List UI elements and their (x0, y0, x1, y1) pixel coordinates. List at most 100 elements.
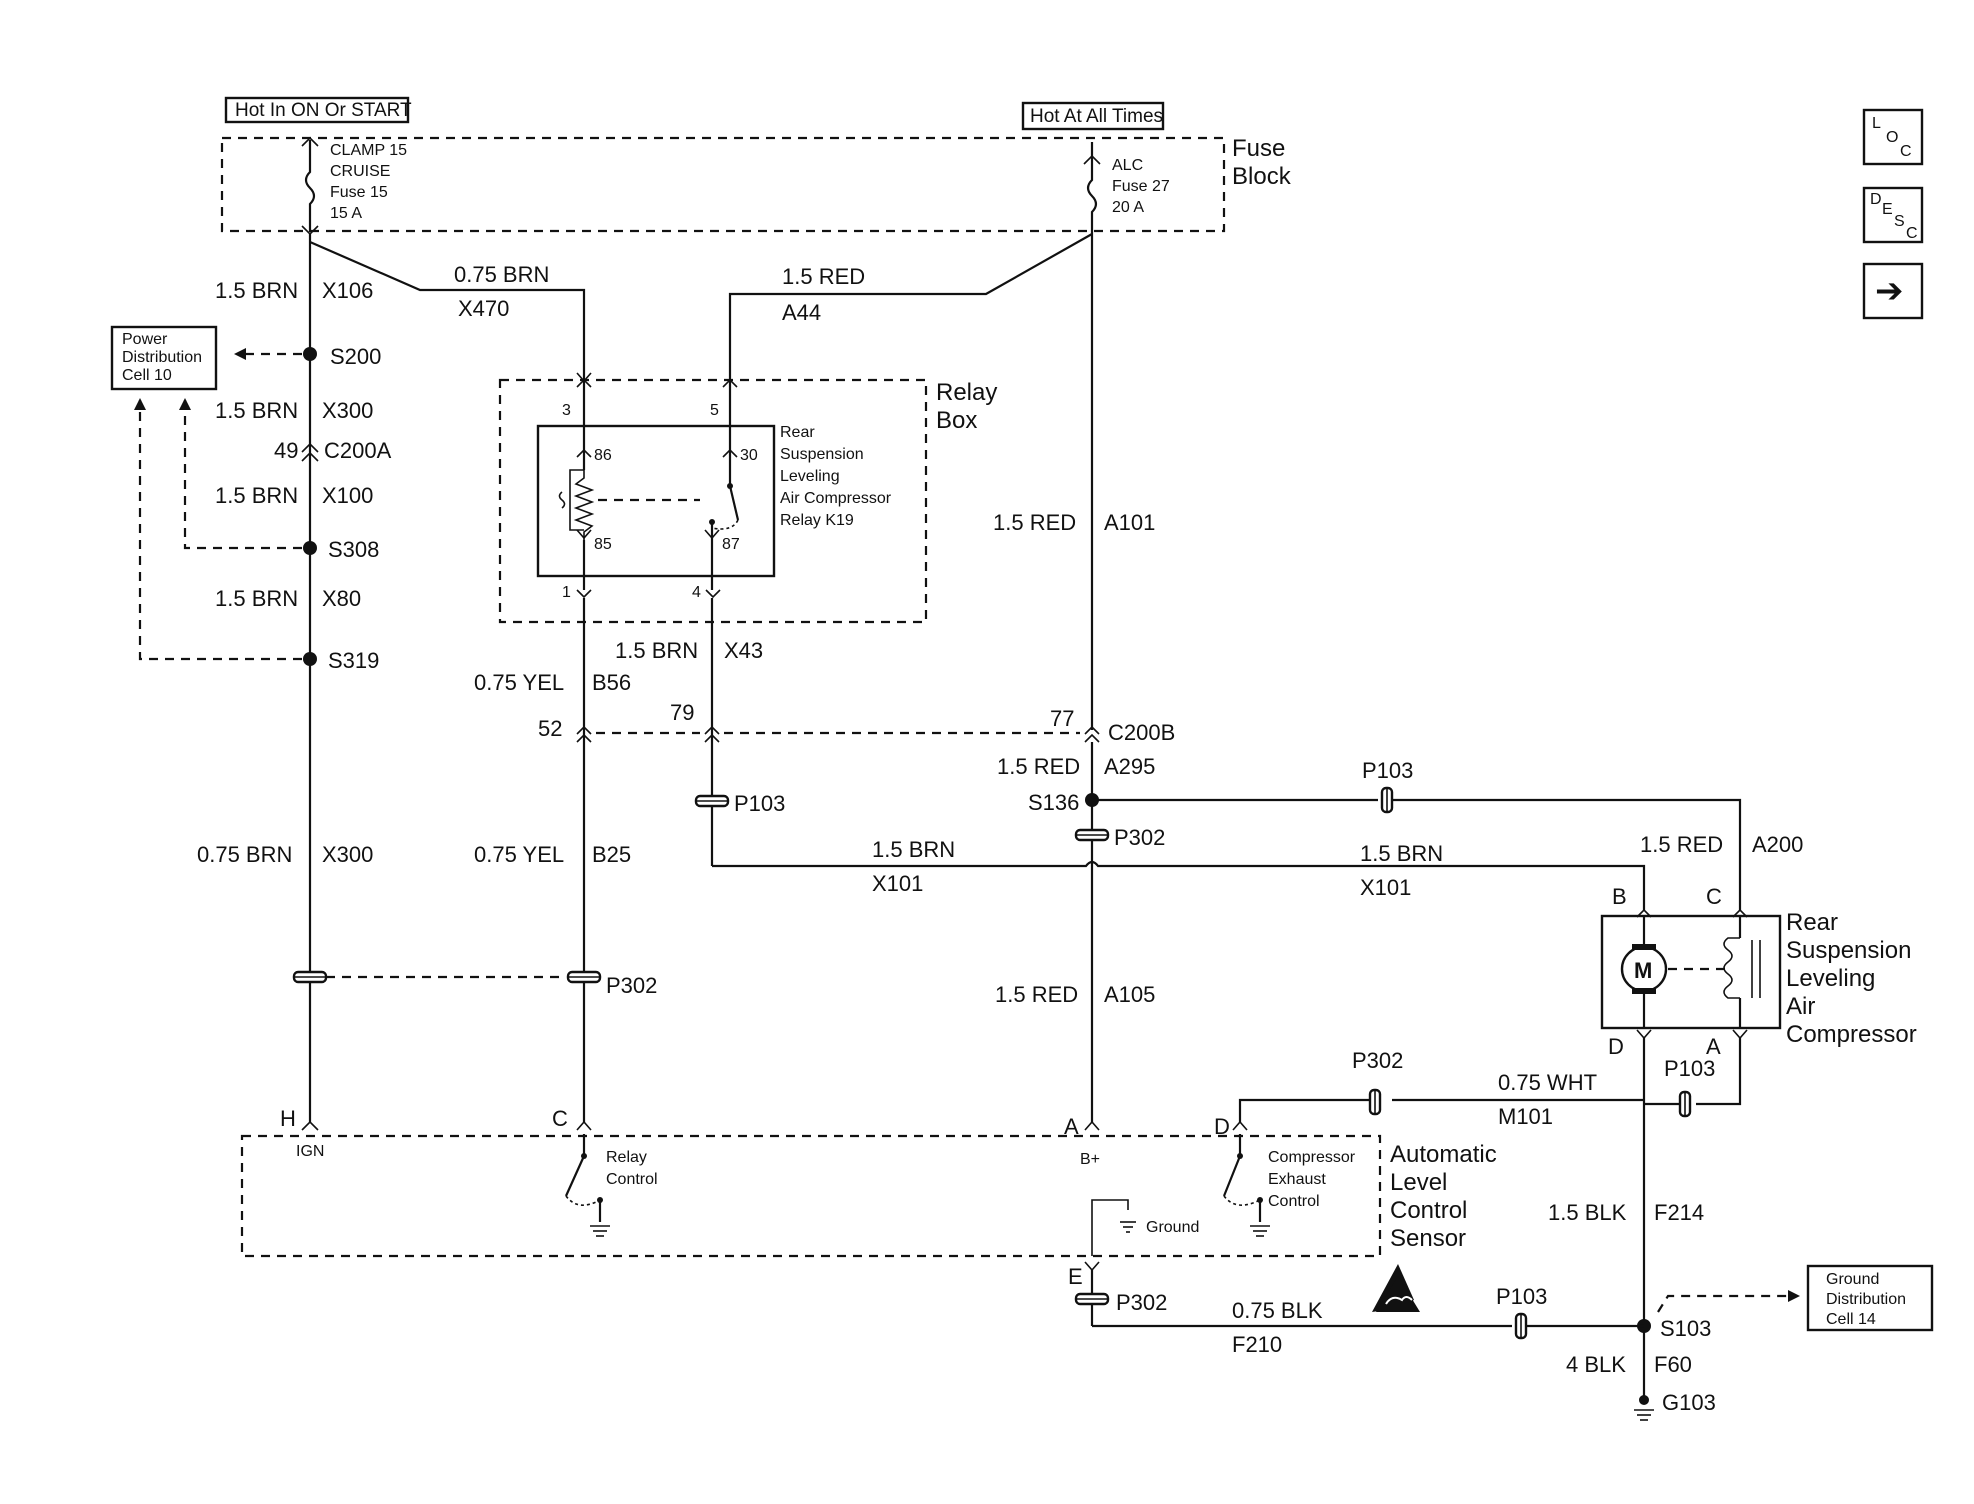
svg-text:B56: B56 (592, 670, 631, 695)
svg-text:Leveling: Leveling (1786, 965, 1875, 992)
relay-name-5: Relay K19 (780, 512, 854, 529)
svg-text:Sensor: Sensor (1390, 1225, 1466, 1252)
svg-text:87: 87 (722, 536, 740, 553)
automatic-level-control-sensor: Automatic Level Control Sensor H C A D I… (240, 1106, 1497, 1312)
svg-text:X80: X80 (322, 586, 361, 611)
svg-text:0.75 BRN: 0.75 BRN (454, 262, 549, 287)
svg-text:S308: S308 (328, 537, 379, 562)
svg-text:B: B (1612, 884, 1627, 909)
svg-text:52: 52 (538, 716, 562, 741)
svg-text:P103: P103 (1664, 1056, 1715, 1081)
svg-text:P103: P103 (1362, 758, 1413, 783)
svg-text:A101: A101 (1104, 510, 1155, 535)
svg-text:Hot At All Times: Hot At All Times (1030, 106, 1163, 127)
relay-name-2: Suspension (780, 446, 864, 463)
svg-text:Hot In ON Or START: Hot In ON Or START (235, 100, 412, 121)
svg-text:C: C (1900, 143, 1912, 160)
svg-text:Ground: Ground (1146, 1219, 1199, 1236)
svg-text:S: S (1894, 213, 1905, 230)
svg-text:CRUISE: CRUISE (330, 163, 390, 180)
svg-text:1.5 RED: 1.5 RED (993, 510, 1076, 535)
svg-text:C200B: C200B (1108, 720, 1175, 745)
svg-text:C: C (552, 1106, 568, 1131)
svg-text:1.5 BRN: 1.5 BRN (215, 278, 298, 303)
svg-text:G103: G103 (1662, 1390, 1716, 1415)
svg-text:X101: X101 (1360, 875, 1411, 900)
svg-text:X300: X300 (322, 398, 373, 423)
svg-text:D: D (1608, 1034, 1624, 1059)
connector-c200b: 52 79 77 C200B (538, 700, 1175, 745)
svg-text:1.5 RED: 1.5 RED (997, 754, 1080, 779)
fuse-15: CLAMP 15 CRUISE Fuse 15 15 A (301, 136, 407, 236)
svg-text:Ground: Ground (1826, 1271, 1879, 1288)
svg-text:F60: F60 (1654, 1352, 1692, 1377)
header-hot-on-start: Hot In ON Or START (224, 96, 412, 124)
svg-text:Cell 10: Cell 10 (122, 367, 172, 384)
location-button[interactable]: L O C (1862, 108, 1924, 166)
svg-text:1: 1 (562, 584, 571, 601)
relay-name-3: Leveling (780, 468, 840, 485)
svg-text:77: 77 (1050, 706, 1074, 731)
splice-s319 (303, 652, 317, 666)
svg-text:Cell 14: Cell 14 (1826, 1311, 1876, 1328)
svg-text:CLAMP 15: CLAMP 15 (330, 142, 407, 159)
svg-text:Rear: Rear (1786, 909, 1838, 936)
svg-text:1.5 BRN: 1.5 BRN (215, 398, 298, 423)
svg-text:Power: Power (122, 331, 168, 348)
wire-a44 (728, 233, 1093, 380)
svg-text:ALC: ALC (1112, 157, 1143, 174)
next-arrow-button[interactable]: ➔ (1862, 262, 1924, 320)
svg-text:F214: F214 (1654, 1200, 1704, 1225)
svg-text:Air: Air (1786, 993, 1815, 1020)
svg-text:0.75 YEL: 0.75 YEL (474, 842, 564, 867)
svg-text:S136: S136 (1028, 790, 1079, 815)
svg-text:A: A (1064, 1114, 1079, 1139)
svg-text:1.5 BLK: 1.5 BLK (1548, 1200, 1627, 1225)
svg-text:1.5 RED: 1.5 RED (995, 982, 1078, 1007)
svg-text:Relay: Relay (606, 1149, 647, 1166)
svg-text:3: 3 (562, 402, 571, 419)
svg-text:79: 79 (670, 700, 694, 725)
svg-text:5: 5 (710, 402, 719, 419)
svg-text:15 A: 15 A (330, 205, 362, 222)
svg-text:C: C (1906, 225, 1918, 242)
svg-text:X106: X106 (322, 278, 373, 303)
svg-text:1.5 RED: 1.5 RED (1640, 832, 1723, 857)
svg-text:A105: A105 (1104, 982, 1155, 1007)
svg-text:P103: P103 (1496, 1284, 1547, 1309)
svg-text:A200: A200 (1752, 832, 1803, 857)
svg-text:L: L (1872, 115, 1881, 132)
svg-text:D: D (1214, 1114, 1230, 1139)
svg-text:1.5 BRN: 1.5 BRN (215, 586, 298, 611)
header-hot-all-times: Hot At All Times (1021, 101, 1165, 131)
splice-s308 (303, 541, 317, 555)
svg-text:S319: S319 (328, 648, 379, 673)
connector-c200a (301, 442, 319, 462)
svg-text:Compressor: Compressor (1268, 1149, 1356, 1166)
svg-text:Control: Control (1268, 1193, 1320, 1210)
svg-text:X43: X43 (724, 638, 763, 663)
svg-text:B25: B25 (592, 842, 631, 867)
svg-text:1.5 BRN: 1.5 BRN (615, 638, 698, 663)
svg-text:C200A: C200A (324, 438, 392, 463)
svg-text:A: A (1706, 1034, 1721, 1059)
splice-s200 (303, 347, 317, 361)
power-distribution-cell-10: Power Distribution Cell 10 (110, 325, 218, 391)
svg-text:F210: F210 (1232, 1332, 1282, 1357)
svg-text:D: D (1870, 191, 1882, 208)
svg-text:E: E (1068, 1264, 1083, 1289)
ground-distribution-cell-14: Ground Distribution Cell 14 (1806, 1264, 1934, 1332)
svg-text:0.75 BLK: 0.75 BLK (1232, 1298, 1323, 1323)
svg-text:1.5 BRN: 1.5 BRN (215, 483, 298, 508)
fuse-block-title-2: Block (1232, 163, 1292, 190)
svg-text:Box: Box (936, 407, 977, 434)
svg-text:X470: X470 (458, 296, 509, 321)
svg-text:P302: P302 (1116, 1290, 1167, 1315)
description-button[interactable]: D E S C (1862, 186, 1924, 244)
relay-box: Relay Box 3 5 1 4 86 85 30 87 Rear Suspe… (498, 378, 997, 624)
svg-text:Exhaust: Exhaust (1268, 1171, 1326, 1188)
svg-text:IGN: IGN (296, 1143, 324, 1160)
svg-text:1.5 RED: 1.5 RED (782, 264, 865, 289)
svg-text:Control: Control (606, 1171, 658, 1188)
